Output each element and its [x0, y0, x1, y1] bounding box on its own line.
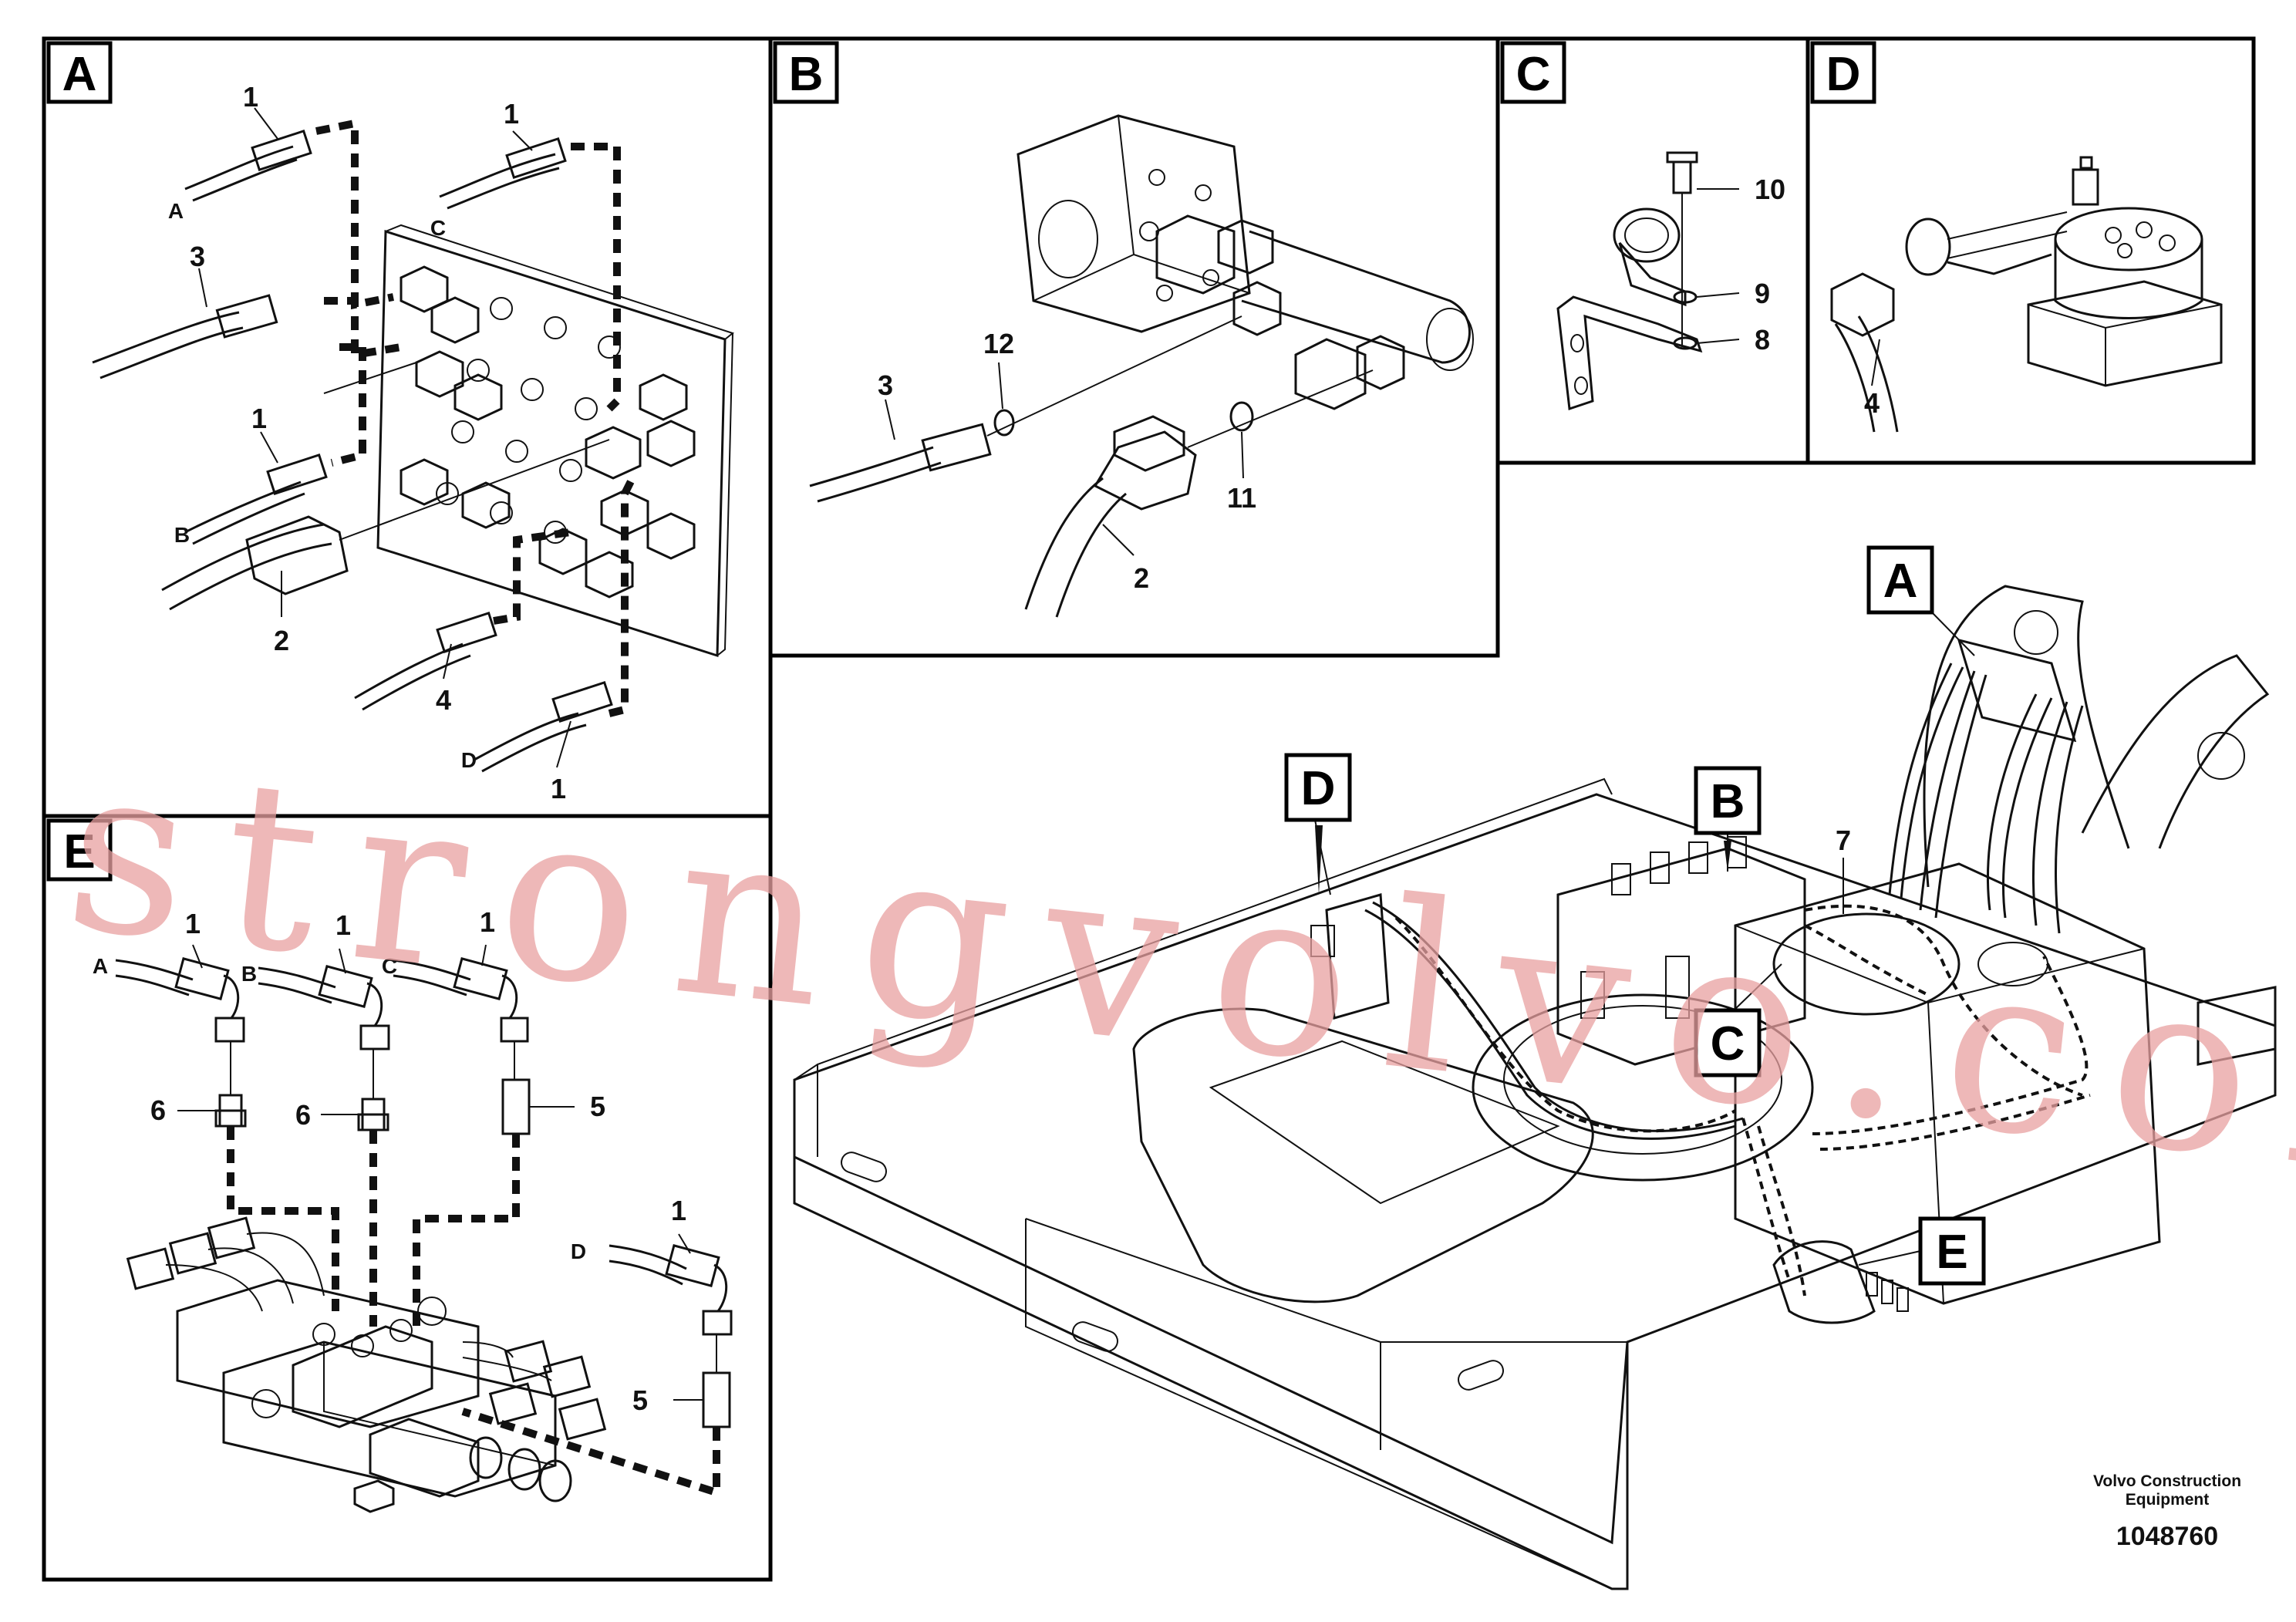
- panel-a-drawing: 1 A 1 C 3 1 B 2 4 D 1: [92, 81, 735, 804]
- overview-callouts: A D B C E: [1284, 545, 1986, 1286]
- panel-e-part-1c: 1: [480, 906, 495, 938]
- panel-d-drawing: 4: [1830, 156, 2223, 433]
- panel-c-drawing: 10 9 8: [1556, 151, 1785, 411]
- panel-e-part-1a: 1: [185, 908, 201, 939]
- credit-line-2: Equipment: [2126, 1491, 2210, 1509]
- overview-callout-e: E: [1936, 1226, 1967, 1279]
- panel-a-part-2: 2: [274, 625, 289, 656]
- panel-e-part-1b: 1: [335, 909, 351, 941]
- overview-callout-b: B: [1711, 775, 1745, 828]
- panel-d-part-4: 4: [1864, 387, 1880, 419]
- panel-letter-boxes: A B C D E: [46, 41, 1876, 882]
- panel-a-line-d: D: [461, 748, 477, 772]
- panel-e-part-1d: 1: [671, 1195, 686, 1226]
- panel-b-letter: B: [789, 48, 824, 101]
- panel-e-part-5a: 5: [590, 1091, 605, 1122]
- panel-c-letter: C: [1516, 48, 1551, 101]
- panel-d-frame: [1805, 36, 2256, 465]
- overview-callout-a: A: [1883, 555, 1918, 608]
- panel-e-part-6a: 6: [150, 1094, 166, 1126]
- panel-c-part-9: 9: [1755, 278, 1770, 309]
- panel-c-part-8: 8: [1755, 324, 1770, 356]
- panel-e-drawing: 1 A 1 B 1 C 6 6 5 1 D 5: [93, 906, 733, 1513]
- panel-a-frame: [42, 36, 773, 818]
- panel-b-part-3: 3: [878, 369, 893, 401]
- panel-a-line-a: A: [168, 199, 184, 223]
- panel-a-part-3: 3: [190, 241, 205, 272]
- panel-b-part-12: 12: [983, 328, 1014, 359]
- overview-callout-c: C: [1711, 1017, 1745, 1071]
- panel-a-part-1c: 1: [504, 98, 519, 130]
- panel-a-line-c: C: [430, 216, 446, 240]
- base-block: [2027, 280, 2223, 387]
- panel-a-part-1a: 1: [243, 81, 258, 113]
- overview-drawing: A D B C E 7: [793, 545, 2277, 1590]
- panel-b-drawing: 3 12 11 2: [809, 114, 1474, 618]
- control-valve: [176, 1279, 480, 1428]
- bracket: [1556, 295, 1703, 411]
- panel-e-part-6b: 6: [295, 1099, 311, 1131]
- credit-line-1: Volvo Construction: [2093, 1472, 2241, 1490]
- panel-a-part-4: 4: [436, 684, 451, 716]
- panel-a-part-1d: 1: [551, 773, 566, 804]
- overview-callout-d: D: [1301, 762, 1336, 815]
- panel-a-line-b: B: [174, 523, 190, 547]
- panel-e-line-c: C: [382, 954, 397, 978]
- panel-e-line-a: A: [93, 954, 108, 978]
- panel-e-line-d: D: [571, 1239, 586, 1263]
- panel-e-letter: E: [63, 825, 95, 878]
- panel-c-part-10: 10: [1755, 174, 1785, 205]
- panel-a-part-1b: 1: [251, 403, 267, 434]
- panel-b-part-2: 2: [1134, 562, 1149, 594]
- panel-e-part-5b: 5: [632, 1384, 648, 1416]
- overview-part-7: 7: [1836, 824, 1851, 856]
- panel-frames: [42, 36, 2256, 1582]
- panel-a-letter: A: [62, 48, 97, 101]
- panel-e-line-b: B: [241, 962, 257, 986]
- panel-d-letter: D: [1826, 48, 1861, 101]
- manifold-plate: [376, 229, 727, 658]
- document-number: 1048760: [2116, 1522, 2218, 1551]
- panel-b-part-11: 11: [1227, 482, 1256, 514]
- watermark: strongvolvo.com: [56, 713, 2296, 1240]
- panel-e-frame: [42, 814, 773, 1582]
- valve-block: [1017, 114, 1251, 333]
